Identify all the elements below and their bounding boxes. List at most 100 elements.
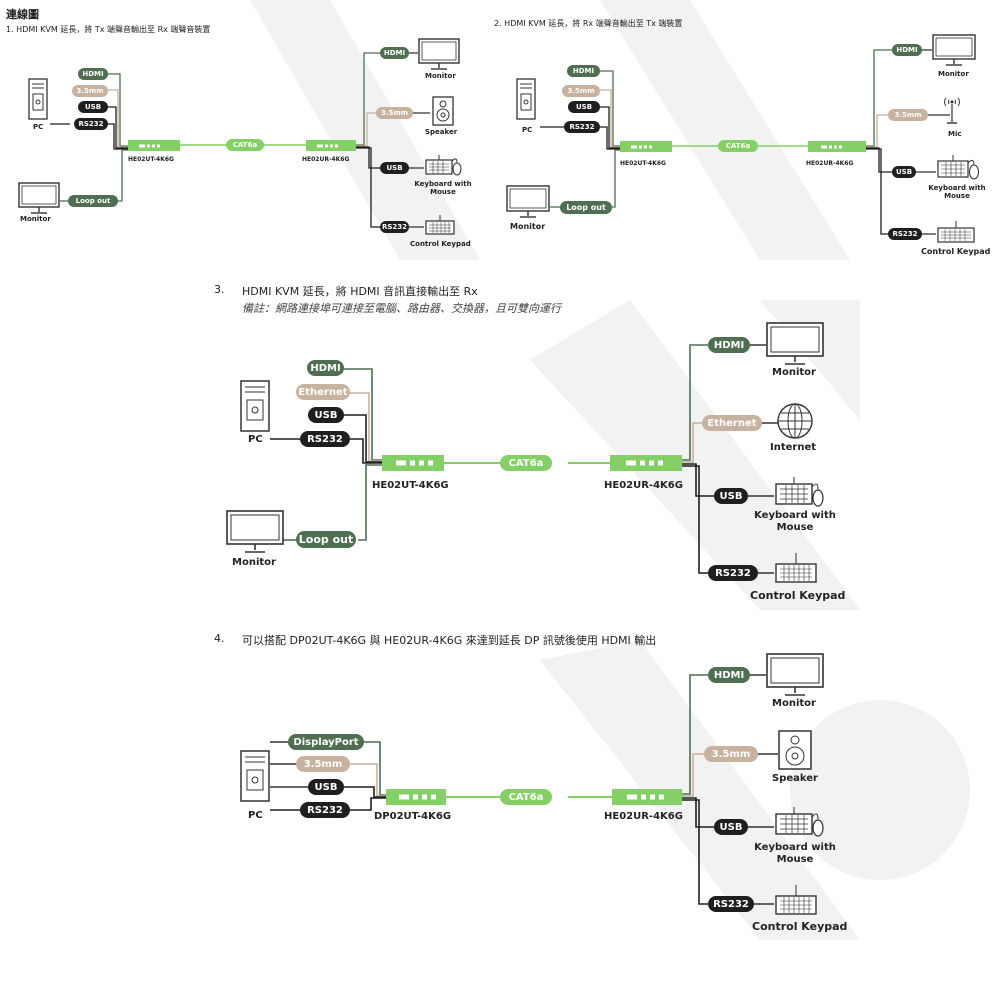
cable-cat6a: CAT6a [500, 789, 552, 805]
section-3-title: HDMI KVM 延長，將 HDMI 音訊直接輸出至 Rx [242, 285, 478, 298]
device-indicator [639, 145, 643, 148]
mic-icon [944, 97, 960, 124]
tx-device [382, 455, 444, 471]
port-audio-rx: 3.5mm [704, 746, 758, 762]
cable-cat6a: CAT6a [500, 455, 552, 471]
device-indicator [820, 145, 827, 148]
device-indicator [418, 460, 424, 466]
pc-label: PC [522, 126, 533, 134]
port-hdmi-tx: HDMI [78, 68, 108, 80]
device-indicators [395, 460, 433, 466]
device-indicators [399, 794, 437, 800]
device-indicators [631, 145, 653, 148]
device-indicators [139, 144, 161, 147]
monitor-local-label: Monitor [20, 215, 51, 223]
out-label-monitor: Monitor [772, 698, 816, 709]
control-keypad-icon [775, 885, 817, 915]
speaker-icon [778, 730, 812, 770]
pc-tower-icon [240, 750, 270, 802]
port-audio-tx: 3.5mm [296, 756, 350, 772]
monitor-icon [766, 322, 824, 365]
device-indicator [657, 460, 663, 466]
device-indicator [427, 460, 433, 466]
port-hdmi-tx: HDMI [307, 360, 344, 376]
section-3-number: 3. [214, 283, 225, 296]
port-audio-tx: 3.5mm [72, 85, 108, 97]
port-usb-tx: USB [568, 101, 600, 113]
pc-label: PC [33, 123, 44, 131]
rx-device [306, 140, 356, 151]
rx-device [808, 141, 866, 152]
port-usb-rx: USB [714, 488, 748, 504]
device-indicator [644, 145, 648, 148]
section-3-note: 備註：網路連接埠可連接至電腦、路由器、交換器，且可雙向運行 [242, 302, 561, 315]
section-1-wires [50, 52, 430, 228]
keyboard-mouse-icon [775, 477, 824, 507]
port-usb-rx: USB [380, 162, 409, 174]
tx-device-label: HE02UT-4K6G [620, 160, 666, 167]
out-label-keypad: Control Keypad [921, 247, 991, 256]
cable-cat6a: CAT6a [718, 140, 758, 152]
port-usb-rx: USB [714, 819, 748, 835]
tx-device [386, 789, 446, 805]
pc-tower-icon [28, 78, 48, 120]
section-3-wires [270, 344, 778, 574]
out-label-keypad: Control Keypad [752, 920, 848, 933]
section-2-title: 2. HDMI KVM 延長，將 Rx 端聲音輸出至 Tx 端裝置 [494, 19, 683, 28]
out-label-keyboard: Keyboard with Mouse [928, 184, 986, 200]
keyboard-mouse-icon [425, 155, 462, 176]
port-hdmi-rx: HDMI [708, 337, 750, 353]
device-indicator [838, 145, 842, 148]
device-indicator [147, 144, 151, 147]
device-indicator [330, 144, 333, 147]
port-audio-rx: 3.5mm [888, 109, 928, 121]
port-usb-tx: USB [308, 407, 344, 423]
monitor-icon [766, 653, 824, 696]
globe-icon [777, 403, 813, 439]
port-rs232-rx: RS232 [888, 228, 922, 240]
monitor-icon [932, 34, 976, 66]
device-indicator [639, 460, 645, 466]
device-indicator [659, 794, 665, 800]
rx-device-label: HE02UR-4K6G [604, 480, 683, 491]
section-4-number: 4. [214, 632, 225, 645]
rx-device-label: HE02UR-4K6G [302, 156, 350, 163]
out-label-keyboard: Keyboard with Mouse [414, 180, 472, 196]
pc-tower-icon [240, 380, 270, 432]
device-indicators [625, 460, 663, 466]
device-indicator [641, 794, 647, 800]
port-loop-out: Loop out [68, 195, 118, 207]
rx-device [610, 455, 682, 471]
out-label-speaker: Speaker [772, 773, 818, 784]
pc-label: PC [248, 810, 263, 821]
section-4-wires [270, 674, 778, 905]
rx-device [612, 789, 682, 805]
speaker-icon [432, 96, 454, 126]
device-indicator [828, 145, 832, 148]
port-usb-tx: USB [308, 779, 344, 795]
device-indicator [648, 460, 654, 466]
device-indicator [413, 794, 419, 800]
device-indicator [422, 794, 428, 800]
page-heading: 連線圖 [6, 8, 39, 21]
out-label-internet: Internet [770, 442, 817, 453]
out-label-monitor: Monitor [772, 367, 816, 378]
port-rs232-rx: RS232 [380, 221, 409, 233]
port-rs232-tx: RS232 [300, 431, 350, 447]
out-label-monitor: Monitor [425, 72, 456, 80]
device-indicator [627, 794, 638, 800]
tx-device [620, 141, 672, 152]
monitor-icon [226, 510, 284, 553]
out-label-keyboard: Keyboard with Mouse [754, 842, 836, 865]
tx-device-label: HE02UT-4K6G [128, 156, 174, 163]
port-usb-tx: USB [78, 101, 108, 113]
port-loop-out: Loop out [296, 531, 356, 548]
section-2-wires [540, 49, 950, 235]
out-label-speaker: Speaker [425, 128, 458, 136]
device-indicator [395, 460, 406, 466]
out-label-keypad: Control Keypad [410, 240, 471, 248]
keyboard-mouse-icon [937, 155, 980, 180]
device-indicator [431, 794, 437, 800]
device-indicator [649, 145, 653, 148]
